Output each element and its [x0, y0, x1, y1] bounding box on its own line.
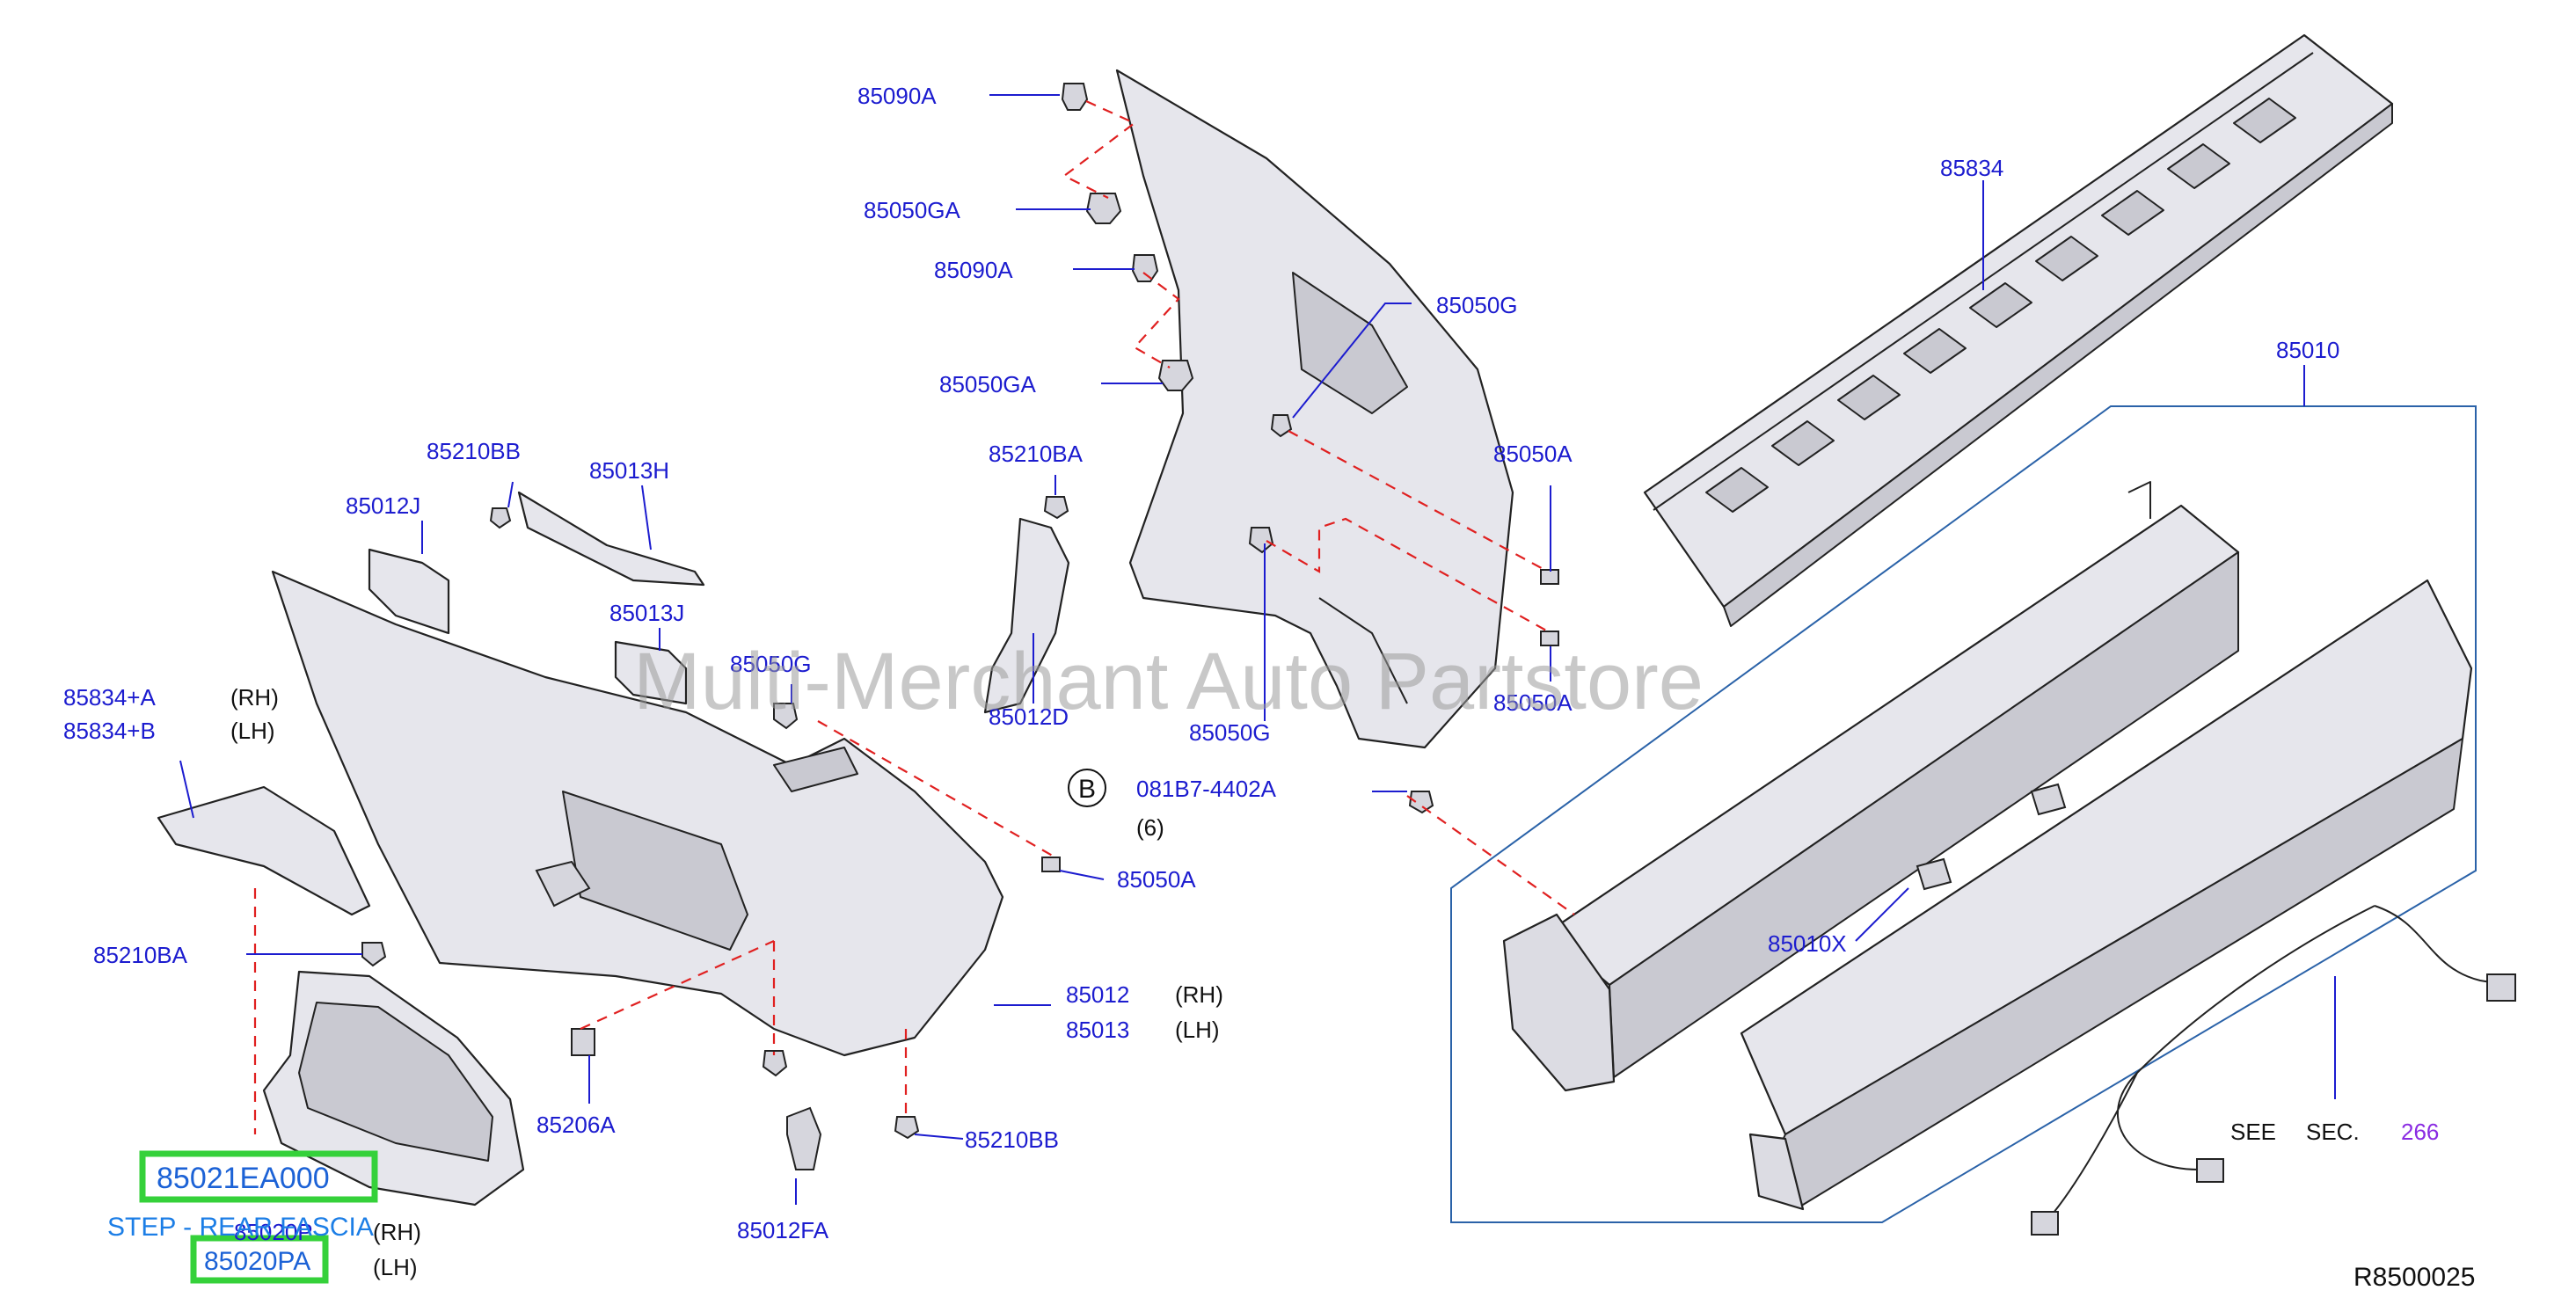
label-see: SEE	[2230, 1119, 2276, 1145]
label-85013: 85013	[1066, 1017, 1129, 1043]
step-85834a	[157, 785, 371, 916]
label-85012: 85012	[1066, 981, 1129, 1008]
label-85050a-right-bot: 85050A	[1493, 689, 1573, 716]
step-plate-85834	[1643, 33, 2394, 627]
label-85050g-bottom: 85050G	[1189, 719, 1271, 746]
highlight-box-85020pa	[190, 1235, 329, 1284]
b-circle	[1068, 769, 1106, 807]
label-85834a: 85834+A	[63, 684, 156, 711]
label-081b7-4402a: 081B7-4402A	[1136, 776, 1277, 802]
watermark: Multi-Merchant Auto Partstore	[633, 637, 1704, 726]
harness-connector-3	[2031, 1211, 2059, 1236]
label-85050a-right-top: 85050A	[1493, 441, 1573, 467]
label-85210ba-left: 85210BA	[93, 942, 188, 968]
step-pad-85020p	[262, 970, 525, 1207]
label-b-circle: B	[1078, 775, 1096, 804]
label-85050ga-top: 85050GA	[864, 197, 961, 223]
bracket-85013j	[614, 640, 688, 705]
label-85050a-bot: 85050A	[1117, 866, 1196, 893]
label-85206a: 85206A	[536, 1112, 616, 1138]
assembly-box-85010	[1450, 405, 2477, 1223]
label-lh-2: (LH)	[1175, 1017, 1220, 1043]
label-85012fa: 85012FA	[737, 1217, 829, 1243]
label-85020p: 85020P	[234, 1219, 313, 1245]
label-rh-2: (RH)	[1175, 981, 1223, 1008]
harness-connector-1	[2486, 973, 2516, 1002]
caption-step-rear-fascia: STEP - REAR FASCIA	[107, 1213, 374, 1242]
label-85050g-right: 85050G	[1436, 292, 1518, 318]
label-85210bb-bot: 85210BB	[965, 1126, 1059, 1153]
label-85013j: 85013J	[609, 600, 684, 626]
label-sec-266: 266	[2401, 1119, 2439, 1145]
label-85012j: 85012J	[346, 492, 420, 519]
diagram-reference: R8500025	[2353, 1263, 2475, 1292]
wiring-harness	[2048, 905, 2507, 1219]
label-85010x: 85010X	[1768, 930, 1847, 957]
highlight-box-85021ea000	[139, 1150, 378, 1203]
splash-guard	[1115, 69, 1514, 749]
label-85050ga-mid: 85050GA	[939, 371, 1037, 397]
label-85834b: 85834+B	[63, 718, 156, 744]
label-85012d: 85012D	[989, 704, 1069, 730]
label-85834: 85834	[1940, 155, 2003, 181]
label-85090a-mid: 85090A	[934, 257, 1013, 283]
bumper-cover	[1740, 579, 2473, 1211]
bumper-reinforcement	[1502, 481, 2240, 1092]
rear-fascia-side	[271, 570, 1004, 1057]
label-lh-3: (LH)	[373, 1254, 418, 1280]
label-rh-1: (RH)	[230, 684, 279, 711]
label-85210bb-top: 85210BB	[427, 438, 521, 464]
label-qty-6: (6)	[1136, 814, 1164, 841]
label-lh-1: (LH)	[230, 718, 275, 744]
bracket-85012d	[983, 517, 1070, 714]
label-85090a-top: 85090A	[857, 83, 937, 109]
bracket-85013h	[517, 491, 705, 587]
bracket-85012j	[368, 548, 450, 635]
leader-lines	[179, 94, 2336, 1205]
label-rh-3: (RH)	[373, 1219, 421, 1245]
label-85050g-left: 85050G	[730, 651, 812, 677]
harness-connector-2	[2196, 1158, 2224, 1183]
assembly-lines	[253, 99, 1575, 1134]
label-85210ba-mid: 85210BA	[989, 441, 1084, 467]
label-sec: SEC.	[2306, 1119, 2360, 1145]
label-85010: 85010	[2276, 337, 2339, 363]
part-number-85020pa[interactable]: 85020PA	[204, 1247, 310, 1276]
part-number-85021ea000[interactable]: 85021EA000	[157, 1162, 330, 1195]
label-85013h: 85013H	[589, 457, 669, 484]
